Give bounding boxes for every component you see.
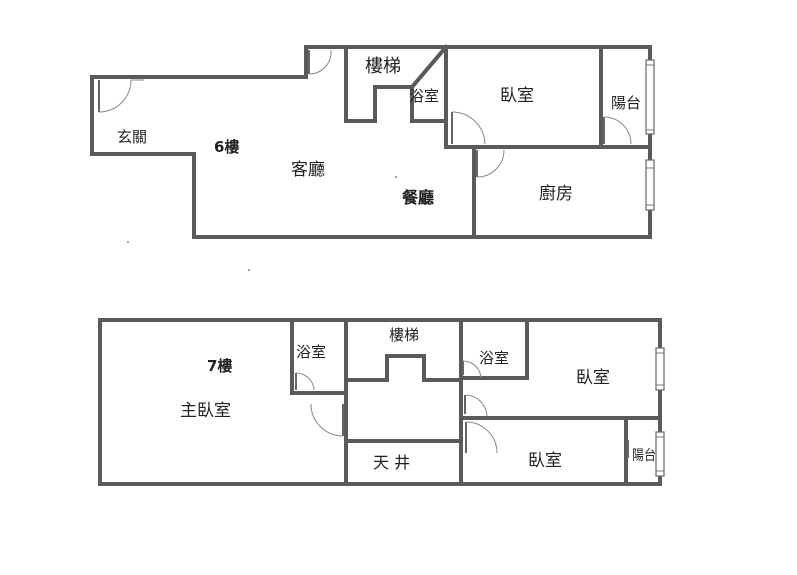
door-bath-right	[462, 360, 482, 379]
room-label-balcony-6f: 陽台	[611, 94, 641, 112]
room-label-entrance: 玄關	[117, 128, 147, 146]
door-bedroom	[451, 111, 486, 145]
room-label-stairs-7f: 樓梯	[389, 326, 419, 344]
room-label-balcony-7f: 陽台	[632, 448, 656, 464]
windows-7f	[655, 347, 665, 477]
door-balcony	[603, 116, 632, 145]
floor-7-label: 7樓	[207, 357, 232, 375]
door-bedroom-lower	[465, 421, 498, 454]
room-label-bedroom-7f-lower: 臥室	[528, 451, 562, 471]
room-label-bath-7f-right: 浴室	[479, 349, 509, 367]
room-label-bedroom-7f-upper: 臥室	[576, 368, 610, 388]
room-label-dining: 餐廳	[401, 188, 434, 207]
door-kitchen	[476, 149, 505, 178]
floor-6-label: 6樓	[214, 138, 239, 156]
room-label-bedroom-6f: 臥室	[500, 86, 534, 106]
door-master-bath	[295, 372, 315, 391]
room-label-stairs-6f: 樓梯	[365, 56, 401, 77]
floor-7-plan: 7樓 主臥室 浴室 樓梯 浴室 臥室 天 井 臥室 陽台	[98, 318, 665, 486]
room-label-lightwell: 天 井	[373, 453, 410, 472]
floor-6-plan: 玄關 6樓 樓梯 浴室 臥室 陽台 客廳 餐廳 廚房	[90, 44, 655, 239]
door-master-bedroom	[310, 403, 344, 437]
room-label-master-bedroom: 主臥室	[180, 401, 231, 421]
room-label-living: 客廳	[291, 160, 325, 180]
door-top-closet	[308, 49, 332, 75]
door-entrance	[98, 79, 144, 113]
room-label-bath-6f: 浴室	[409, 87, 439, 105]
door-bedroom-upper	[464, 394, 488, 417]
room-label-bath-7f-left: 浴室	[296, 343, 326, 361]
room-label-kitchen: 廚房	[539, 183, 573, 204]
windows-6f	[645, 59, 655, 211]
